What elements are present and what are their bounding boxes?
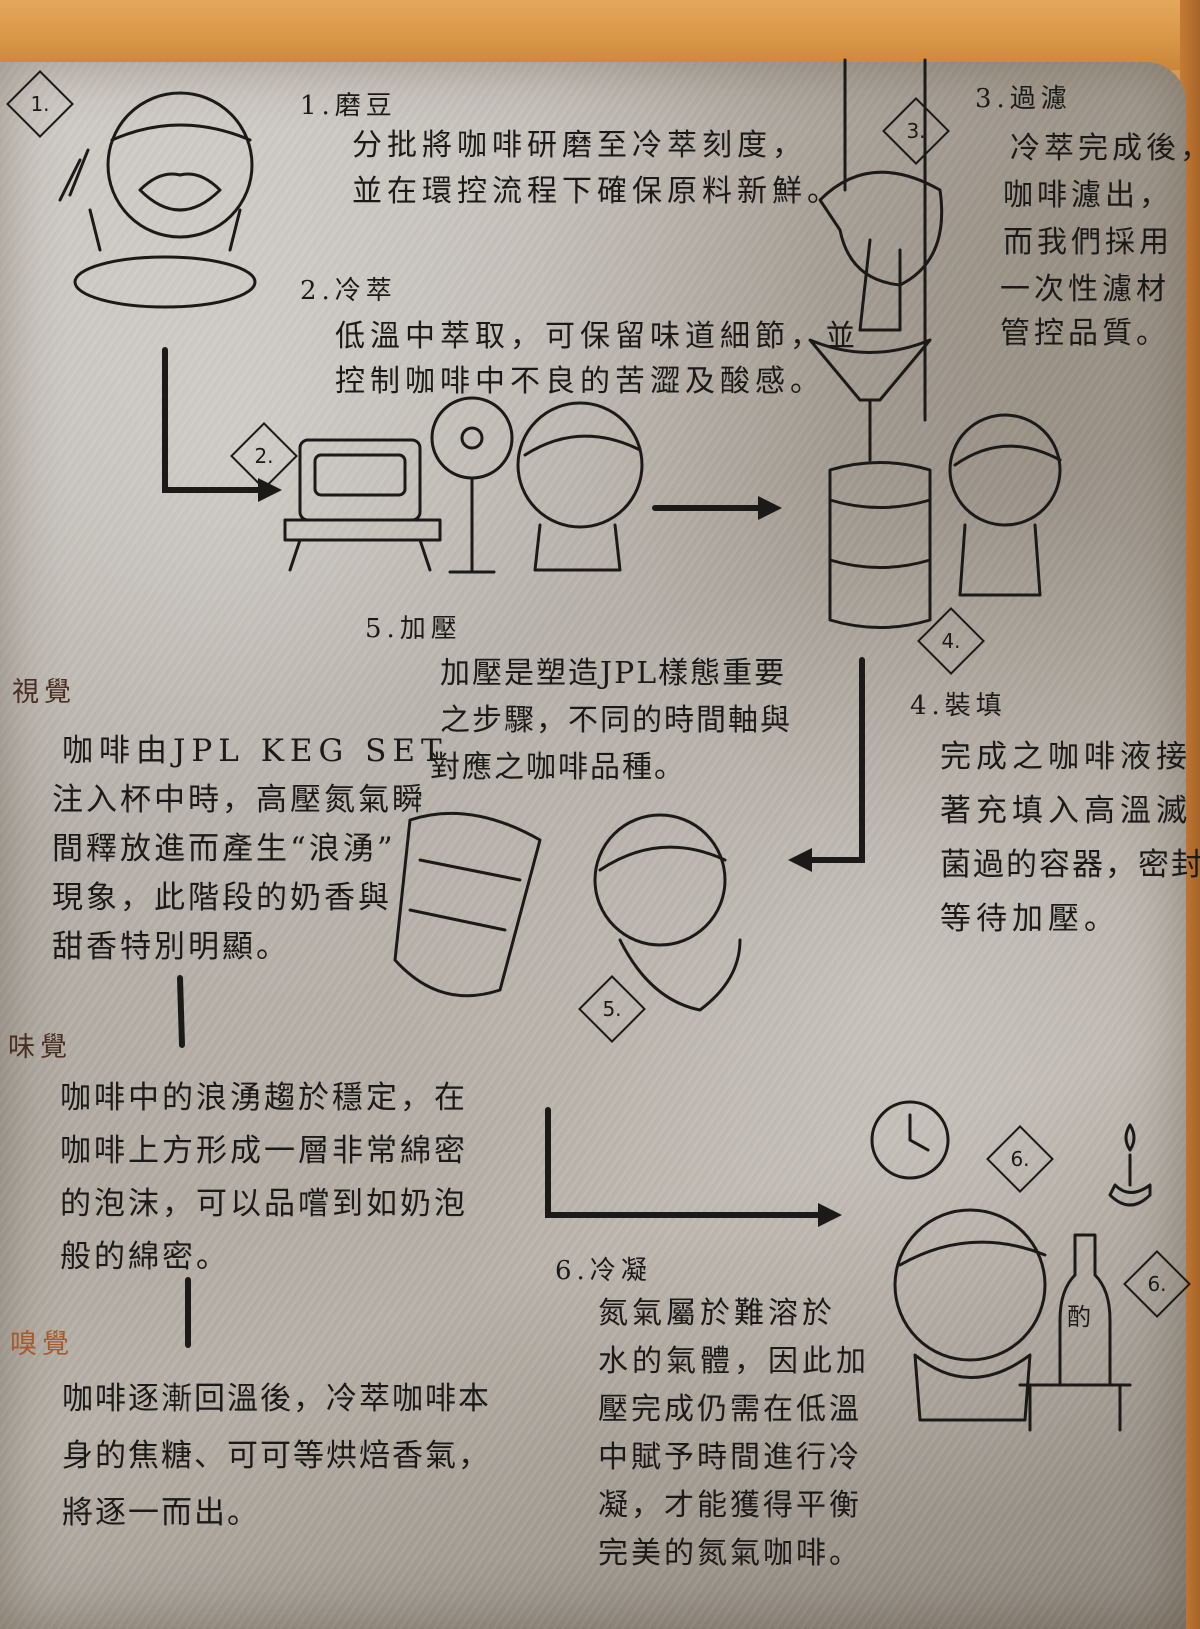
step-5-line-2: 之步驟，不同的時間軸與	[440, 703, 792, 738]
candle-drawing	[1108, 1123, 1152, 1207]
smell-line-3: 將逐一而出。	[62, 1495, 260, 1531]
sight-line-3: 間釋放進而產生“浪湧”	[52, 831, 396, 867]
step-4-line-2: 著充填入高溫滅	[940, 793, 1192, 829]
sight-line-1: 咖啡由JPL KEG SET	[62, 733, 448, 769]
step-6-line-4: 中賦予時間進行冷	[598, 1440, 862, 1475]
step-6-line-5: 凝，才能獲得平衡	[598, 1488, 862, 1523]
sight-line-4: 現象，此階段的奶香與	[52, 880, 392, 916]
step-5-title: 5.加壓	[365, 614, 462, 644]
step-4-title: 4.裝填	[910, 691, 1007, 721]
taste-line-2: 咖啡上方形成一層非常綿密	[60, 1133, 468, 1169]
taste-line-1: 咖啡中的浪湧趨於穩定，在	[60, 1080, 468, 1116]
metal-board	[0, 62, 1186, 1629]
character-keg-drawing	[948, 413, 1062, 597]
character-grinding-drawing	[58, 91, 257, 309]
step-badge-label: 3.	[906, 119, 926, 143]
sense-divider-1	[177, 975, 185, 1048]
cold-brew-tank-drawing	[283, 438, 442, 572]
smell-line-1: 咖啡逐漸回溫後，冷萃咖啡本	[62, 1381, 491, 1417]
fan-drawing	[430, 396, 514, 574]
keg-drawing	[828, 461, 932, 629]
character-pressurizing-drawing	[593, 813, 742, 1012]
sight-title: 視覺	[12, 677, 76, 708]
step-badge-label: 5.	[602, 997, 622, 1021]
step-badge-label: 2.	[254, 444, 274, 468]
step-5-line-1: 加壓是塑造JPL樣態重要	[440, 656, 787, 691]
step-3-title: 3.過濾	[975, 84, 1072, 114]
step-1-line-1: 分批將咖啡研磨至冷萃刻度，	[352, 128, 807, 163]
taste-line-3: 的泡沫，可以品嚐到如奶泡	[60, 1186, 468, 1222]
step-2-line-1: 低溫中萃取，可保留味道細節，並	[335, 319, 860, 354]
step-6-line-1: 氮氣屬於難溶於	[598, 1296, 836, 1331]
flow-arrow-1-to-2	[162, 347, 263, 493]
step-2-line-2: 控制咖啡中不良的苦澀及酸感。	[335, 364, 825, 399]
step-3-line-1: 冷萃完成後，	[1010, 131, 1200, 166]
step-3-line-5: 管控品質。	[1000, 316, 1170, 351]
smell-line-2: 身的焦糖、可可等烘焙香氣，	[62, 1438, 491, 1474]
character-resting-drawing	[893, 1208, 1047, 1422]
step-6-line-6: 完美的氮氣咖啡。	[598, 1536, 862, 1571]
step-badge-label: 1.	[30, 92, 50, 116]
step-1-title: 1.磨豆	[300, 91, 397, 121]
bottle-label: 酌	[1067, 1303, 1096, 1331]
character-fan-drawing	[516, 401, 644, 572]
step-6-line-2: 水的氣體，因此加	[598, 1344, 870, 1379]
step-4-line-3: 菌過的容器，密封	[940, 847, 1200, 883]
clock-drawing	[870, 1100, 950, 1180]
step-4-line-4: 等待加壓。	[940, 901, 1120, 937]
step-4-line-1: 完成之咖啡液接	[940, 739, 1192, 775]
taste-line-4: 般的綿密。	[60, 1239, 230, 1275]
step-3-line-3: 而我們採用	[1003, 225, 1173, 260]
flow-arrow-4-to-5	[807, 657, 865, 863]
step-2-title: 2.冷萃	[300, 276, 397, 306]
step-6-title: 6.冷凝	[555, 1256, 652, 1286]
step-6-line-3: 壓完成仍需在低溫	[598, 1392, 862, 1427]
sight-line-5: 甜香特別明顯。	[52, 929, 290, 965]
step-3-line-2: 咖啡濾出，	[1003, 178, 1173, 213]
step-badge-label: 6.	[1010, 1147, 1030, 1171]
smell-title: 嗅覺	[10, 1329, 74, 1360]
step-1-line-2: 並在環控流程下確保原料新鮮。	[352, 174, 842, 209]
bottle-drawing	[1018, 1233, 1132, 1432]
pouring-pot-drawing	[808, 58, 944, 462]
flow-arrow-5-to-6	[545, 1107, 823, 1218]
wood-table-top	[0, 0, 1200, 70]
step-3-line-4: 一次性濾材	[1000, 272, 1170, 307]
step-5-line-3: 對應之咖啡品種。	[430, 750, 686, 785]
pressurizing-keg-drawing	[393, 811, 542, 998]
step-badge-label: 4.	[941, 629, 961, 653]
step-badge-label: 6.	[1147, 1272, 1167, 1296]
taste-title: 味覺	[8, 1032, 72, 1063]
sight-line-2: 注入杯中時，高壓氮氣瞬	[52, 782, 426, 818]
